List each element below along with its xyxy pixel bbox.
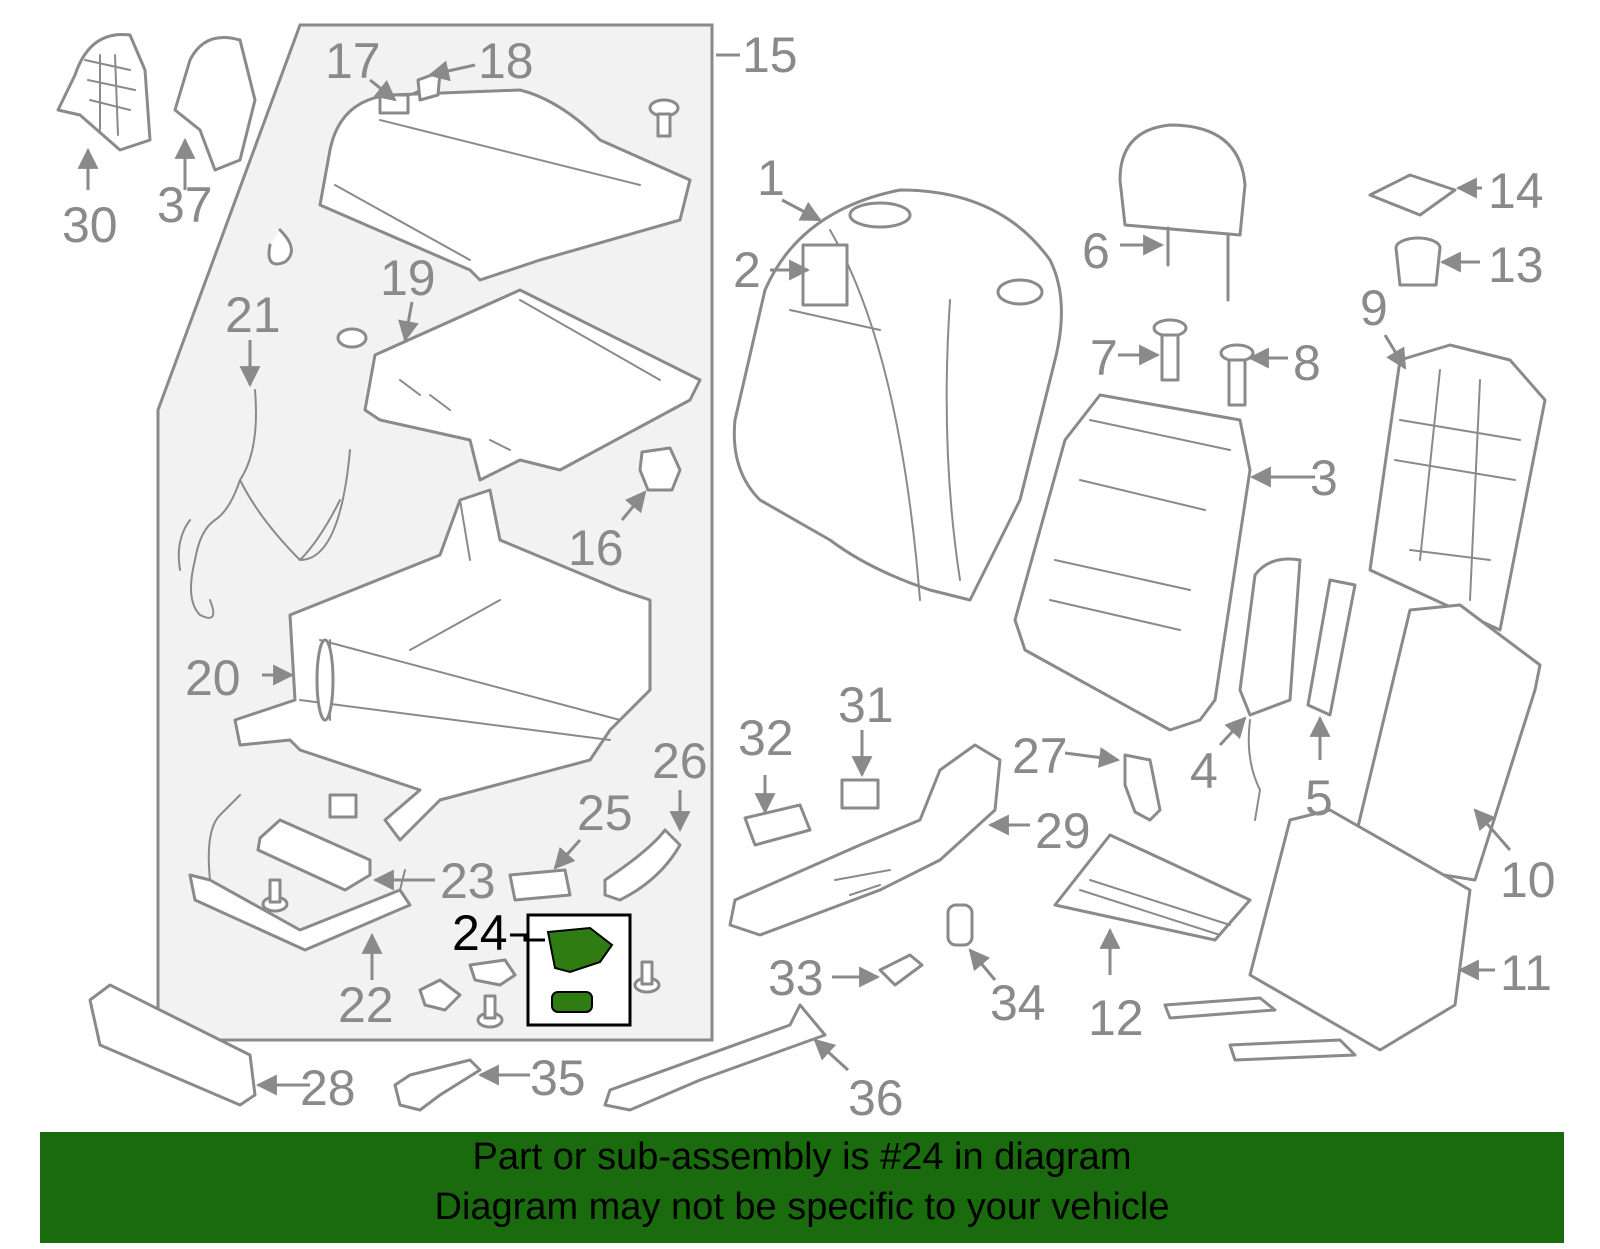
label-part-18[interactable]: 18 [478, 33, 534, 89]
part-37-drawing [173, 36, 257, 172]
label-part-28[interactable]: 28 [300, 1060, 356, 1116]
part-17-18-cushion-drawing [318, 70, 692, 282]
lower-rail-drawing-2 [1228, 1038, 1357, 1062]
label-part-17[interactable]: 17 [325, 33, 381, 89]
part-31-drawing [840, 778, 880, 810]
part-number-labels: 30 37 17 18 15 19 21 16 20 23 22 24 25 2… [62, 27, 1556, 1126]
label-part-36[interactable]: 36 [848, 1070, 904, 1126]
part-8-guide-drawing [1219, 343, 1255, 407]
label-part-32[interactable]: 32 [738, 710, 794, 766]
part-9-backboard-drawing [1368, 343, 1547, 632]
label-part-19[interactable]: 19 [380, 250, 436, 306]
part-1-2-seatback-cover-drawing [732, 188, 1063, 602]
label-part-10[interactable]: 10 [1500, 852, 1556, 908]
part-6-headrest-drawing [1118, 123, 1247, 302]
label-part-37[interactable]: 37 [157, 177, 213, 233]
clip-ring-drawing [267, 228, 293, 266]
label-part-33[interactable]: 33 [768, 950, 824, 1006]
part-11-lower-panel-drawing [1248, 808, 1472, 1052]
label-part-14[interactable]: 14 [1488, 163, 1544, 219]
part-24-bracket-drawing[interactable] [551, 991, 593, 1013]
part-36-drawing [603, 1003, 827, 1112]
label-part-11[interactable]: 11 [1500, 945, 1552, 1001]
bolt-drawings [261, 878, 661, 1029]
label-part-3[interactable]: 3 [1310, 450, 1338, 506]
label-part-29[interactable]: 29 [1035, 803, 1091, 859]
label-part-8[interactable]: 8 [1293, 335, 1321, 391]
clip-drawing-2 [418, 978, 462, 1012]
label-part-24[interactable]: 24 [452, 905, 508, 961]
label-part-15[interactable]: 15 [742, 27, 798, 83]
label-part-6[interactable]: 6 [1082, 223, 1110, 279]
label-part-35[interactable]: 35 [530, 1050, 586, 1106]
part-14-drawing [1368, 173, 1457, 217]
part-24-motor-drawing[interactable] [546, 926, 614, 974]
label-part-16[interactable]: 16 [568, 520, 624, 576]
part-28-drawing [88, 983, 257, 1107]
part-20-frame-drawing [233, 488, 652, 842]
part-33-drawing [878, 953, 924, 987]
part-13-drawing [1394, 236, 1442, 287]
label-part-12[interactable]: 12 [1088, 990, 1144, 1046]
part-3-seatback-frame-drawing [1013, 393, 1252, 732]
info-banner: Part or sub-assembly is #24 in diagram D… [40, 1132, 1564, 1243]
part-4-airbag-drawing [1238, 557, 1302, 717]
part-21-harness-drawing [177, 389, 351, 619]
label-part-31[interactable]: 31 [838, 677, 894, 733]
label-part-2[interactable]: 2 [733, 242, 761, 298]
label-part-30[interactable]: 30 [62, 197, 118, 253]
part-12-pad-drawing [1053, 833, 1252, 942]
part-12-ribs [1079, 879, 1231, 936]
label-part-4[interactable]: 4 [1190, 743, 1218, 799]
label-part-7[interactable]: 7 [1090, 330, 1118, 386]
label-part-23[interactable]: 23 [440, 853, 496, 909]
part-29-side-shield-drawing [728, 743, 1002, 937]
label-part-34[interactable]: 34 [990, 975, 1046, 1031]
label-part-1[interactable]: 1 [757, 150, 785, 206]
part-24-highlight-group[interactable] [526, 913, 632, 1027]
label-part-13[interactable]: 13 [1488, 237, 1544, 293]
part-24-leader [510, 933, 545, 942]
part-27-drawing [1123, 753, 1162, 822]
label-part-21[interactable]: 21 [225, 287, 281, 343]
part-35-drawing [393, 1058, 482, 1112]
part-19-seat-pan-drawing [336, 288, 702, 482]
banner-line-1: Part or sub-assembly is #24 in diagram [472, 1136, 1132, 1178]
label-part-20[interactable]: 20 [185, 650, 241, 706]
label-part-9[interactable]: 9 [1360, 280, 1388, 336]
part-16-drawing [638, 446, 682, 492]
label-part-25[interactable]: 25 [577, 785, 633, 841]
label-part-22[interactable]: 22 [338, 977, 394, 1033]
part-4-wire-drawing [1247, 719, 1262, 821]
small-block-drawing [328, 793, 358, 819]
part-25-drawing [508, 868, 572, 902]
part-7-guide-drawing [1152, 318, 1188, 382]
banner-line-2: Diagram may not be specific to your vehi… [434, 1186, 1170, 1228]
label-part-27[interactable]: 27 [1012, 728, 1068, 784]
part-23-module-drawing [256, 818, 372, 892]
part-26-drawing [603, 828, 682, 902]
leader-lines [77, 53, 1512, 1096]
clip-drawing [468, 958, 517, 987]
part-5-drawing [1306, 578, 1357, 717]
label-part-5[interactable]: 5 [1305, 770, 1333, 826]
cushion-assembly-outline [156, 23, 714, 1042]
label-part-26[interactable]: 26 [652, 733, 708, 789]
lower-rail-drawing [1163, 996, 1277, 1020]
part-32-drawing [743, 803, 812, 847]
part-30-drawing [56, 33, 152, 152]
part-34-drawing [946, 903, 974, 947]
bolt-drawing [648, 98, 680, 138]
